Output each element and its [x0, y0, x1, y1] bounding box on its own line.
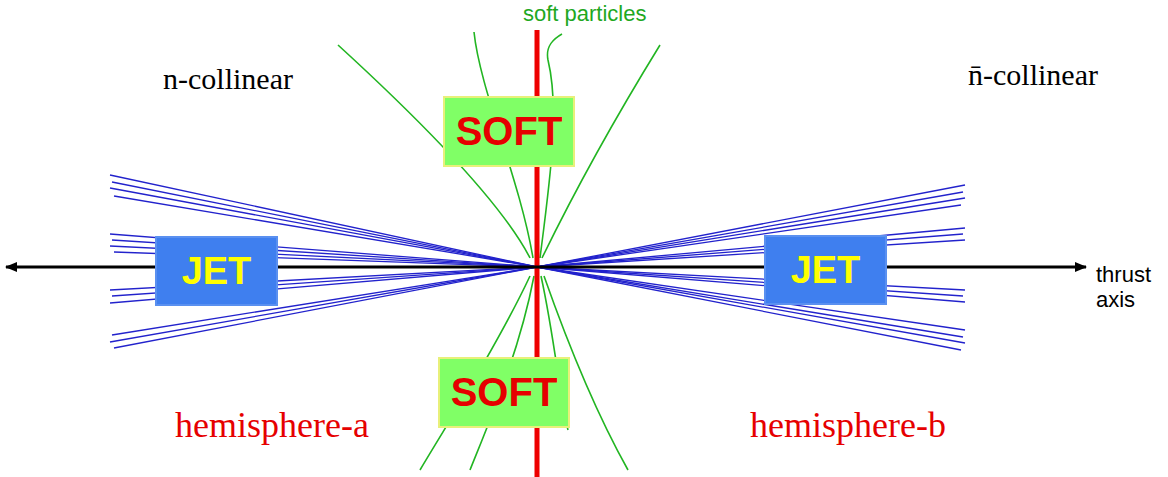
jet-direction-label: n-collinear [163, 62, 293, 97]
region-label: SOFT [456, 109, 563, 154]
soft-region-box: SOFT [443, 96, 575, 167]
region-label: JET [791, 249, 861, 292]
hemisphere-label: hemisphere-a [175, 405, 369, 446]
jet-box: JET [155, 236, 278, 306]
region-label: SOFT [451, 370, 558, 415]
jet-direction-label: n̄-collinear [968, 58, 1098, 93]
soft-region-box: SOFT [438, 357, 570, 428]
jet-box: JET [764, 235, 887, 305]
axis-label: thrust axis [1096, 262, 1164, 313]
soft-particle-tracks [338, 32, 660, 470]
hemisphere-label: hemisphere-b [750, 405, 946, 446]
region-label: JET [182, 250, 252, 293]
annotation: soft particles [523, 1, 647, 26]
